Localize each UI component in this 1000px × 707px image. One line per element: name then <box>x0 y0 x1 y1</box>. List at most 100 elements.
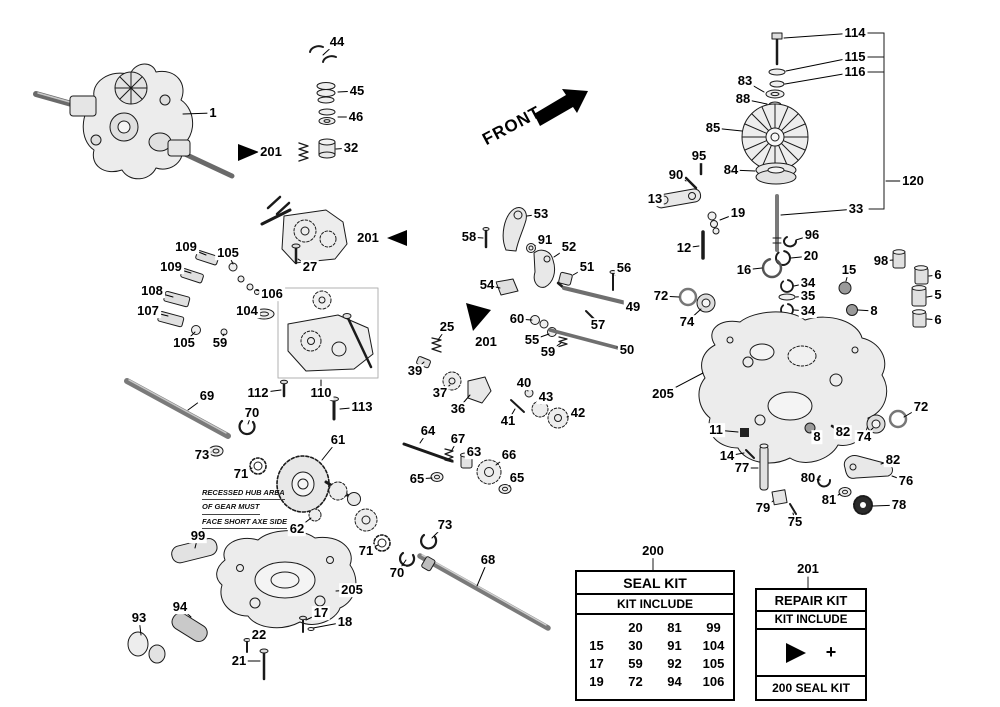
seal-kit-number <box>577 618 616 636</box>
lower-axle-group <box>373 533 551 631</box>
part-callout-46: 46 <box>346 109 366 125</box>
part-callout-71: 71 <box>356 543 376 559</box>
part-callout-81: 81 <box>819 492 839 508</box>
part-callout-54: 54 <box>477 277 497 293</box>
seal-kit-number: 17 <box>589 655 604 671</box>
part-callout-18: 18 <box>335 614 355 630</box>
gear-orientation-note: RECESSED HUB AREA OF GEAR MUST FACE SHOR… <box>202 487 292 530</box>
part-callout-80: 80 <box>798 470 818 486</box>
part-callout-71: 71 <box>231 466 251 482</box>
part-callout-6: 6 <box>932 312 944 328</box>
part-callout-65: 65 <box>507 470 527 486</box>
part-callout-73: 73 <box>435 517 455 533</box>
part-callout-42: 42 <box>568 405 588 421</box>
part-callout-27: 27 <box>300 259 320 275</box>
part-callout-205: 205 <box>650 386 676 402</box>
part-callout-104: 104 <box>234 303 260 319</box>
seal-kit-row: 20 81 99 <box>577 618 733 636</box>
part-callout-25: 25 <box>437 319 457 335</box>
part-callout-90: 90 <box>666 167 686 183</box>
part-callout-45: 45 <box>347 83 367 99</box>
seal-kit-number: 106 <box>702 673 725 689</box>
seal-kit-number: 20 <box>628 619 643 635</box>
right-arrow-icon <box>785 642 806 663</box>
seal-kit-title: SEAL KIT <box>577 572 733 595</box>
part-callout-61: 61 <box>328 432 348 448</box>
part-callout-72: 72 <box>651 288 671 304</box>
seal-kit-number: 92 <box>667 655 682 671</box>
part-callout-99: 99 <box>188 528 208 544</box>
front-arrow-icon <box>534 89 588 126</box>
part-callout-82: 82 <box>883 452 903 468</box>
part-callout-109: 109 <box>158 259 184 275</box>
transaxle-assembly-drawing <box>33 63 235 180</box>
part-callout-91: 91 <box>535 232 555 248</box>
part-callout-13: 13 <box>645 191 665 207</box>
note-line-3: FACE SHORT AXE SIDE <box>202 516 288 529</box>
part-callout-62: 62 <box>287 521 307 537</box>
part-callout-8: 8 <box>868 303 880 319</box>
part-callout-60: 60 <box>507 311 527 327</box>
part-callout-19: 19 <box>728 205 748 221</box>
seal-kit-box: SEAL KIT KIT INCLUDE 20 81 99 15 30 91 1… <box>575 570 735 701</box>
part-callout-53: 53 <box>531 206 551 222</box>
part-callout-22: 22 <box>249 627 269 643</box>
part-callout-59: 59 <box>210 335 230 351</box>
part-callout-67: 67 <box>448 431 468 447</box>
part-callout-40: 40 <box>514 375 534 391</box>
part-callout-84: 84 <box>721 162 741 178</box>
part-callout-5: 5 <box>932 287 944 303</box>
part-callout-105: 105 <box>171 335 197 351</box>
seal-kit-number: 15 <box>589 637 604 653</box>
part-callout-88: 88 <box>733 91 753 107</box>
left-axle-group <box>124 378 267 475</box>
part-callout-66: 66 <box>499 447 519 463</box>
part-callout-78: 78 <box>889 497 909 513</box>
part-callout-35: 35 <box>798 288 818 304</box>
part-callout-49: 49 <box>623 299 643 315</box>
repair-kit-subtitle: KIT INCLUDE <box>757 612 865 630</box>
part-callout-17: 17 <box>311 605 331 621</box>
seal-kit-number: 105 <box>702 655 725 671</box>
part-callout-114: 114 <box>842 25 868 41</box>
seal-kit-number: 30 <box>628 637 643 653</box>
part-callout-115: 115 <box>842 49 868 65</box>
part-callout-64: 64 <box>418 423 438 439</box>
repair-kit-box: REPAIR KIT KIT INCLUDE + 200 SEAL KIT <box>755 588 867 701</box>
seal-kit-callout: 200 <box>640 543 666 559</box>
center-small-parts <box>402 303 569 494</box>
part-callout-77: 77 <box>732 460 752 476</box>
part-callout-96: 96 <box>802 227 822 243</box>
part-callout-1: 1 <box>207 105 219 121</box>
part-callout-15: 15 <box>839 262 859 278</box>
part-callout-73: 73 <box>192 447 212 463</box>
part-callout-70: 70 <box>242 405 262 421</box>
part-callout-82: 82 <box>833 424 853 440</box>
repair-kit-title: REPAIR KIT <box>757 590 865 612</box>
part-callout-94: 94 <box>170 599 190 615</box>
callout-arrow-201-left <box>387 230 407 246</box>
part-callout-6: 6 <box>932 267 944 283</box>
note-line-2: OF GEAR MUST <box>202 501 260 515</box>
part-callout-93: 93 <box>129 610 149 626</box>
part-callout-76: 76 <box>896 473 916 489</box>
seal-kit-number: 19 <box>589 673 604 689</box>
part-callout-79: 79 <box>753 500 773 516</box>
callout-arrow-201-right <box>238 144 259 161</box>
upper-gear-case <box>260 195 407 265</box>
part-callout-57: 57 <box>588 317 608 333</box>
gear-cluster <box>276 455 378 532</box>
part-callout-32: 32 <box>341 140 361 156</box>
part-callout-56: 56 <box>614 260 634 276</box>
part-callout-37: 37 <box>430 385 450 401</box>
part-callout-83: 83 <box>735 73 755 89</box>
seal-kit-row: 17 59 92 105 <box>577 654 733 672</box>
part-callout-39: 39 <box>405 363 425 379</box>
part-callout-43: 43 <box>536 389 556 405</box>
part-callout-98: 98 <box>871 253 891 269</box>
part-callout-16: 16 <box>734 262 754 278</box>
part-callout-112: 112 <box>245 385 271 401</box>
part-callout-20: 20 <box>801 248 821 264</box>
seal-kit-number: 72 <box>628 673 643 689</box>
